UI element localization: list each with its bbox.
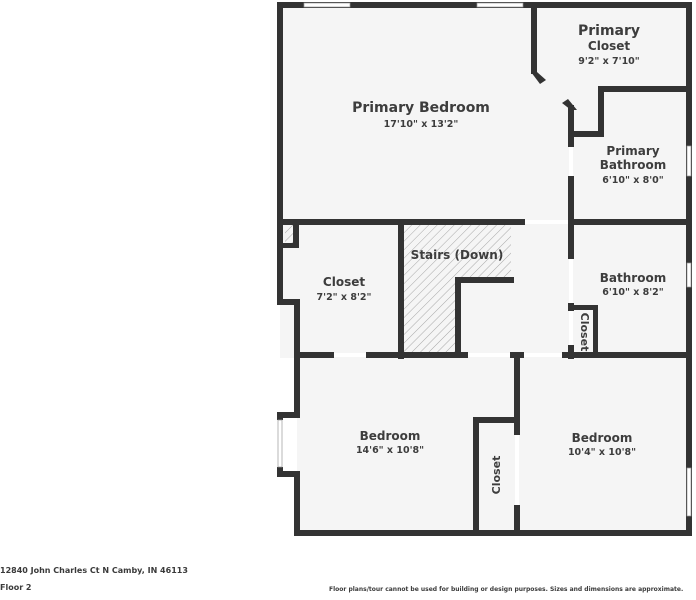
room-name-line1: Primary: [606, 144, 659, 158]
room-dimensions: 9'2" x 7'10": [578, 56, 640, 67]
room-closet-bath: Closet: [578, 313, 591, 352]
room-dimensions: 7'2" x 8'2": [317, 292, 372, 303]
room-bathroom: Bathroom 6'10" x 8'2": [600, 271, 666, 298]
room-primary-bedroom: Primary Bedroom 17'10" x 13'2": [352, 100, 490, 130]
door-opening: [569, 311, 573, 345]
room-dimensions: 17'10" x 13'2": [384, 119, 459, 130]
room-name: Closet: [578, 313, 591, 352]
room-name-line1: Primary: [578, 23, 640, 39]
room-name: Stairs (Down): [411, 248, 504, 262]
window: [277, 419, 283, 468]
room-closet-left: Closet 7'2" x 8'2": [317, 275, 372, 303]
room-dimensions: 6'10" x 8'0": [602, 175, 664, 186]
door-openings: [334, 147, 573, 505]
room-dimensions: 6'10" x 8'2": [602, 287, 664, 298]
room-bedroom-right: Bedroom 10'4" x 10'8": [568, 431, 636, 458]
window: [686, 262, 692, 288]
room-dimensions: 10'4" x 10'8": [568, 447, 636, 458]
property-address: 12840 John Charles Ct N Camby, IN 46113: [0, 566, 188, 575]
room-bedroom-left: Bedroom 14'6" x 10'8": [356, 429, 424, 456]
window: [686, 145, 692, 177]
door-opening: [515, 435, 519, 505]
disclaimer-text: Floor plans/tour cannot be used for buil…: [329, 586, 684, 593]
room-name: Primary Bedroom: [352, 100, 490, 116]
window: [476, 2, 524, 8]
door-opening: [569, 147, 573, 176]
window: [303, 2, 351, 8]
room-primary-closet: Primary Closet 9'2" x 7'10": [578, 23, 640, 67]
floor-fills: [280, 5, 689, 534]
door-opening: [524, 353, 562, 357]
closet-shelf-hatch: [285, 225, 294, 247]
room-primary-bathroom: Primary Bathroom 6'10" x 8'0": [600, 144, 666, 186]
room-name: Bathroom: [600, 271, 666, 285]
room-name: Closet: [323, 275, 365, 289]
room-closet-bedroom: Closet: [490, 456, 503, 495]
room-name-line2: Bathroom: [600, 158, 666, 172]
room-name: Bedroom: [572, 431, 633, 445]
window: [686, 467, 692, 517]
room-name: Closet: [490, 456, 503, 495]
floor-label: Floor 2: [0, 583, 32, 592]
door-opening: [525, 220, 568, 224]
door-opening: [468, 353, 510, 357]
door-opening: [569, 259, 573, 303]
windows: [277, 2, 692, 517]
room-name-line2: Closet: [588, 39, 630, 53]
door-opening: [334, 353, 366, 357]
room-stairs: Stairs (Down): [411, 248, 504, 262]
room-dimensions: 14'6" x 10'8": [356, 445, 424, 456]
room-name: Bedroom: [360, 429, 421, 443]
